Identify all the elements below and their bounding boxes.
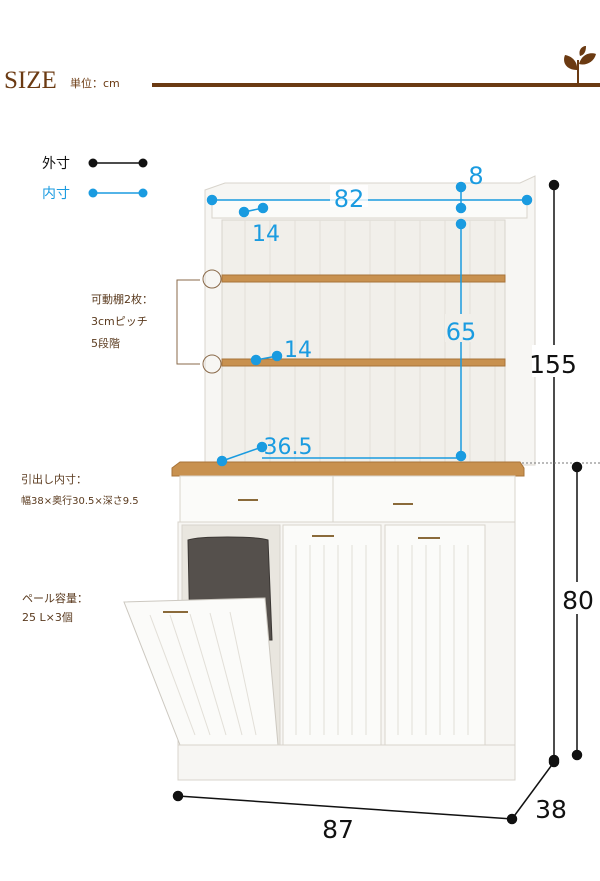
top-depth-value: 8	[468, 162, 483, 190]
shelf-note-bracket	[176, 269, 222, 374]
shelf-depth-top-line	[238, 202, 269, 218]
drawer-note-line1: 引出し内寸：	[21, 473, 87, 486]
legend-inner-line	[88, 188, 148, 198]
shelf-note-line1: 可動棚2枚：	[91, 293, 153, 306]
shelf-depth-top-value: 14	[252, 222, 280, 247]
total-height-line	[548, 179, 560, 766]
total-depth-value: 38	[535, 795, 567, 824]
legend-outer-label: 外寸	[42, 156, 70, 172]
shelf-depth-mid-line	[250, 350, 283, 366]
pail-note-line2: 25 L×3個	[22, 611, 73, 624]
inner-width-value: 82	[334, 185, 365, 213]
page-title: SIZE	[4, 67, 57, 94]
header-rule	[152, 83, 600, 87]
drawer-note-line2: 幅38×奥行30.5×深さ9.5	[21, 496, 139, 507]
legend-outer-line	[88, 158, 148, 168]
cupboard-illustration	[123, 175, 536, 781]
leaf-icon	[564, 46, 596, 83]
shelf-depth-mid-value: 14	[284, 338, 312, 363]
total-width-value: 87	[322, 815, 354, 844]
pail-note: ペール容量： 25 L×3個	[22, 589, 88, 627]
drawer-note: 引出し内寸： 幅38×奥行30.5×深さ9.5	[21, 469, 139, 513]
total-height-value: 155	[529, 350, 577, 379]
shelf-note: 可動棚2枚： 3cmピッチ 5段階	[91, 289, 153, 355]
pail-note-line1: ペール容量：	[22, 592, 88, 605]
shelf-note-line3: 5段階	[91, 337, 120, 350]
shelf-note-line2: 3cmピッチ	[91, 315, 148, 328]
counter-depth-line	[216, 441, 461, 467]
inner-width-line	[206, 194, 533, 206]
top-depth-line	[455, 181, 467, 214]
unit-label: 単位：cm	[70, 76, 120, 90]
total-depth-line	[511, 756, 560, 820]
counter-depth-value: 36.5	[264, 435, 313, 460]
legend-inner-label: 内寸	[42, 186, 70, 202]
lower-height-value: 80	[562, 586, 594, 615]
shelf-height-value: 65	[446, 318, 477, 346]
